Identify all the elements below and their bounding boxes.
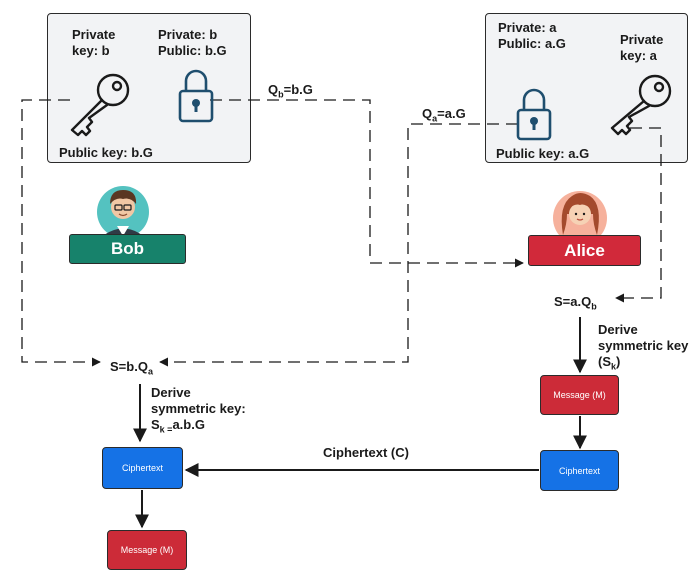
alice-public-key-path — [159, 123, 518, 367]
bob-name-tag: Bob — [69, 234, 186, 264]
bob-private-key-label: Private key: b — [72, 27, 116, 58]
alice-public-key-label: Public key: a.G — [496, 146, 590, 161]
bob-public-key-path — [210, 99, 524, 268]
alice-shared-secret: S=a.Qb — [554, 294, 597, 312]
alice-keypair-label: Private: a Public: a.G — [498, 20, 566, 51]
bob-private-key-path — [21, 99, 101, 367]
bob-message-box: Message (M) — [107, 530, 187, 570]
alice-name-tag: Alice — [528, 235, 641, 266]
ciphertext-transfer-label: Ciphertext (C) — [323, 445, 409, 460]
alice-derive-label: Derive symmetric key (Sk) — [598, 322, 689, 372]
bob-key-panel — [47, 13, 251, 163]
bob-derive-label: Derive symmetric key: Sk =a.b.G — [151, 385, 246, 435]
alice-private-key-label: Private key: a — [620, 32, 664, 63]
bob-public-key-label: Public key: b.G — [59, 145, 153, 160]
bob-ciphertext-box: Ciphertext — [102, 447, 183, 489]
alice-message-box: Message (M) — [540, 375, 619, 415]
bob-keypair-label: Private: b Public: b.G — [158, 27, 227, 58]
bob-shared-secret: S=b.Qa — [110, 359, 153, 377]
qa-label: Qa=a.G — [422, 106, 466, 124]
alice-private-key-path — [615, 127, 662, 303]
qb-label: Qb=b.G — [268, 82, 313, 100]
alice-ciphertext-box: Ciphertext — [540, 450, 619, 491]
